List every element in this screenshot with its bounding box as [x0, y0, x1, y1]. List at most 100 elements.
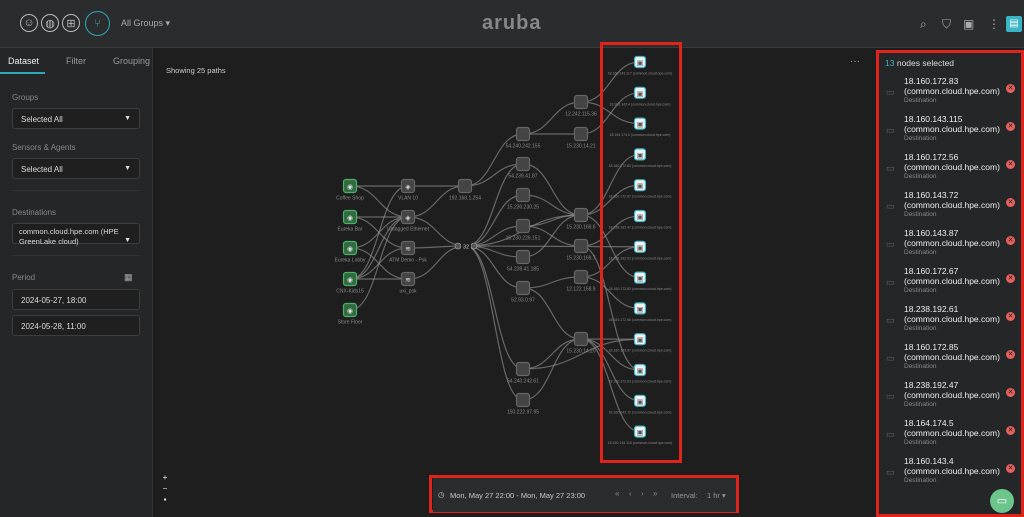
- hop-node[interactable]: 15.230.169.6: [566, 207, 596, 231]
- hop-node[interactable]: 54.240.242.61: [507, 361, 539, 385]
- hop-node[interactable]: 15.230.14.20: [566, 331, 596, 355]
- smiley-icon[interactable]: ☺: [20, 14, 38, 32]
- prev-button[interactable]: ‹: [629, 489, 632, 498]
- dest-node[interactable]: ▣18.164.174.5 (common.cloud.hpe.com): [610, 117, 671, 137]
- group-selector[interactable]: All Groups ▾: [121, 18, 171, 28]
- groups-select[interactable]: Selected All▼: [12, 108, 140, 129]
- remove-icon[interactable]: ✕: [1006, 274, 1015, 283]
- last-page-button[interactable]: »: [653, 489, 658, 498]
- hop-node[interactable]: 54.239.41.87: [508, 156, 538, 180]
- path-graph-canvas[interactable]: Showing 25 paths ···: [153, 48, 870, 517]
- calendar-icon[interactable]: ▦: [124, 272, 133, 282]
- more-options-button[interactable]: ···: [850, 56, 860, 67]
- chat-button[interactable]: ▭: [990, 489, 1014, 513]
- selected-node-item[interactable]: ▭ 18.160.172.56(common.cloud.hpe.com) De…: [876, 152, 1024, 190]
- sensors-select[interactable]: Selected All▼: [12, 158, 140, 179]
- sensor-node[interactable]: ◉Eureka Bar: [337, 209, 363, 233]
- sensor-node[interactable]: ◉Eureka Lobby: [335, 240, 366, 264]
- path-edge: [349, 216, 409, 311]
- hop-node[interactable]: 150.222.97.95: [507, 392, 539, 416]
- selected-node-item[interactable]: ▭ 18.160.172.85(common.cloud.hpe.com) De…: [876, 342, 1024, 380]
- dest-node[interactable]: ▣18.160.172.83 (common.cloud.hpe.com): [609, 271, 672, 291]
- dest-node[interactable]: ▣18.160.143.115 (common.cloud.hpe.com): [608, 425, 673, 445]
- search-icon[interactable]: ⌕: [920, 17, 927, 31]
- wired-node[interactable]: ◈Untagged Ethernet: [387, 209, 430, 233]
- dest-node[interactable]: ▣18.160.143.117 (common.cloud.hpe.com): [608, 55, 673, 76]
- remove-icon[interactable]: ✕: [1006, 84, 1015, 93]
- hop-node[interactable]: 192.168.1.254: [449, 178, 481, 202]
- remove-icon[interactable]: ✕: [1006, 388, 1015, 397]
- tab-filter[interactable]: Filter: [66, 56, 86, 66]
- hop-node[interactable]: 54.239.41.185: [507, 249, 539, 273]
- sensor-node[interactable]: ◉Coffee Shop: [336, 178, 364, 202]
- selected-node-item[interactable]: ▭ 18.160.143.115(common.cloud.hpe.com) D…: [876, 114, 1024, 152]
- path-edge: [522, 338, 641, 370]
- destinations-select[interactable]: common.cloud.hpe.com (HPE GreenLake clou…: [12, 223, 140, 246]
- selected-node-item[interactable]: ▭ 18.164.174.5(common.cloud.hpe.com) Des…: [876, 418, 1024, 456]
- hop-node[interactable]: 12.122.158.9: [566, 269, 596, 293]
- wifi-node[interactable]: ≋ATM Demo - Psk: [389, 240, 427, 264]
- node-type: Destination: [904, 211, 937, 218]
- selected-node-item[interactable]: ▭ 18.160.143.72(common.cloud.hpe.com) De…: [876, 190, 1024, 228]
- wifi-node[interactable]: ≋uxi_psk: [400, 271, 417, 295]
- path-analysis-icon[interactable]: ⑂: [85, 11, 110, 36]
- selected-node-item[interactable]: ▭ 18.160.143.87(common.cloud.hpe.com) De…: [876, 228, 1024, 266]
- dest-icon: ▣: [637, 152, 644, 159]
- selected-node-item[interactable]: ▭ 18.160.172.83(common.cloud.hpe.com) De…: [876, 76, 1024, 114]
- next-button[interactable]: ›: [641, 489, 644, 498]
- notification-bot-icon[interactable]: ▣: [963, 17, 975, 31]
- path-edge: [464, 163, 524, 187]
- zoom-out-button[interactable]: −: [162, 484, 168, 493]
- hop-node[interactable]: 52.93.0.97: [511, 280, 535, 304]
- tab-grouping[interactable]: Grouping: [113, 56, 151, 66]
- remove-icon[interactable]: ✕: [1006, 312, 1015, 321]
- hop-node[interactable]: 15.230.226.151: [506, 218, 541, 242]
- dest-node[interactable]: ▣18.160.172.67 (common.cloud.hpe.com): [609, 179, 672, 199]
- remove-icon[interactable]: ✕: [1006, 426, 1015, 435]
- interval-select[interactable]: 1 hr ▾: [707, 491, 726, 500]
- globe-icon[interactable]: ◍: [41, 14, 59, 32]
- path-edge: [522, 163, 582, 216]
- tab-dataset[interactable]: Dataset: [8, 56, 40, 66]
- grid-icon[interactable]: ⊞: [62, 14, 80, 32]
- selected-node-item[interactable]: ▭ 18.238.192.61(common.cloud.hpe.com) De…: [876, 304, 1024, 342]
- dest-node[interactable]: ▣18.160.172.63 (common.cloud.hpe.com): [609, 363, 672, 384]
- dest-node[interactable]: ▣18.238.192.61 (common.cloud.hpe.com): [609, 240, 672, 260]
- filter-icon[interactable]: ⛉: [942, 17, 952, 31]
- dest-node[interactable]: ▣18.238.192.47 (common.cloud.hpe.com): [609, 209, 672, 230]
- period-end-input[interactable]: 2024-05-28, 11:00: [12, 315, 140, 336]
- dest-node[interactable]: ▣18.160.143.72 (common.cloud.hpe.com): [609, 394, 672, 414]
- remove-icon[interactable]: ✕: [1006, 198, 1015, 207]
- dest-node[interactable]: ▣18.160.143.4 (common.cloud.hpe.com): [610, 86, 671, 106]
- remove-icon[interactable]: ✕: [1006, 236, 1015, 245]
- remove-icon[interactable]: ✕: [1006, 464, 1015, 473]
- hop-node[interactable]: 12.242.115.36: [565, 94, 597, 118]
- selected-node-item[interactable]: ▭ 18.238.192.47(common.cloud.hpe.com) De…: [876, 380, 1024, 418]
- hop-node[interactable]: 15.230.230.25: [507, 187, 539, 211]
- dest-node[interactable]: ▣18.160.172.56 (common.cloud.hpe.com): [609, 302, 672, 322]
- zoom-in-button[interactable]: +: [162, 473, 168, 482]
- aggregate-node[interactable]: 32: [454, 242, 478, 251]
- first-page-button[interactable]: «: [615, 489, 620, 498]
- selected-node-item[interactable]: ▭ 18.160.143.4(common.cloud.hpe.com) Des…: [876, 456, 1024, 494]
- hop-node[interactable]: 15.230.14.21: [566, 126, 596, 150]
- hop-node[interactable]: 54.240.242.155: [506, 126, 541, 150]
- remove-icon[interactable]: ✕: [1006, 160, 1015, 169]
- hop-node[interactable]: 15.230.169.7: [566, 238, 596, 262]
- node-label: Coffee Shop: [336, 196, 364, 202]
- sensor-node[interactable]: ◉CNX-Kids15: [336, 271, 364, 295]
- dest-node[interactable]: ▣18.160.143.87 (common.cloud.hpe.com): [609, 333, 672, 353]
- remove-icon[interactable]: ✕: [1006, 122, 1015, 131]
- remove-icon[interactable]: ✕: [1006, 350, 1015, 359]
- sensor-node[interactable]: ◉Store Floor: [338, 302, 363, 326]
- more-vertical-icon[interactable]: ⋮: [988, 17, 1000, 31]
- dest-icon: ▣: [637, 306, 644, 313]
- fit-view-button[interactable]: ▪: [163, 495, 167, 504]
- selected-node-item[interactable]: ▭ 18.160.172.67(common.cloud.hpe.com) De…: [876, 266, 1024, 304]
- node-label: 54.240.242.61: [507, 379, 539, 385]
- dest-node[interactable]: ▣18.160.172.85 (common.cloud.hpe.com): [609, 148, 672, 168]
- wired-node[interactable]: ◈VLAN 10: [398, 178, 418, 202]
- inbox-button[interactable]: ▤: [1006, 16, 1022, 32]
- period-start-input[interactable]: 2024-05-27, 18:00: [12, 289, 140, 310]
